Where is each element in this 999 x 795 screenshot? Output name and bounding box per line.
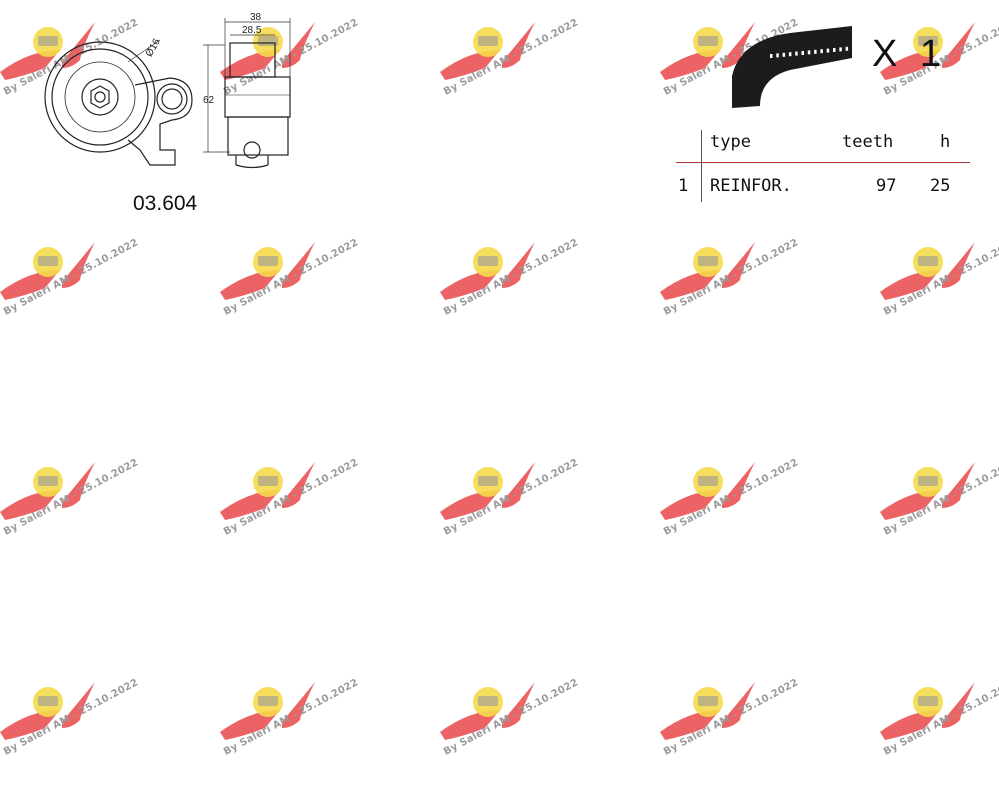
header-type: type — [710, 132, 751, 152]
timing-belt-image — [732, 26, 852, 108]
watermark-logo: By Saleri AM - 25.10.2022 — [0, 10, 140, 130]
watermark-logo: By Saleri AM - 25.10.2022 — [880, 10, 999, 130]
winged-badge-icon — [880, 462, 975, 520]
watermark-logo: By Saleri AM - 25.10.2022 — [220, 450, 360, 570]
winged-badge-icon — [660, 462, 755, 520]
watermark-logo: By Saleri AM - 25.10.2022 — [440, 670, 580, 790]
winged-badge-icon — [220, 462, 315, 520]
belt-tooth — [814, 49, 817, 54]
row-teeth: 97 — [876, 176, 897, 196]
winged-badge-icon — [660, 22, 755, 80]
winged-badge-icon — [220, 242, 315, 300]
table-column-rule — [701, 130, 702, 202]
belt-tooth — [807, 50, 811, 55]
tensioner-front-view — [44, 41, 193, 166]
watermark-logo: By Saleri AM - 25.10.2022 — [440, 230, 580, 350]
belt-tooth — [776, 53, 779, 58]
winged-badge-icon — [660, 242, 755, 300]
winged-badge-icon — [0, 242, 95, 300]
belt-tooth — [845, 46, 849, 51]
belt-tooth — [770, 54, 773, 58]
winged-badge-icon — [440, 242, 535, 300]
watermark-logo: By Saleri AM - 25.10.2022 — [220, 670, 360, 790]
winged-badge-icon — [0, 22, 95, 80]
watermark-logo: By Saleri AM - 25.10.2022 — [440, 10, 580, 130]
spec-table: type teeth h 1 REINFOR. 97 25 — [676, 126, 970, 202]
watermark-logo: By Saleri AM - 25.10.2022 — [880, 230, 999, 350]
belt-tooth — [839, 47, 842, 52]
winged-badge-icon — [880, 22, 975, 80]
watermark-logo: By Saleri AM - 25.10.2022 — [660, 230, 800, 350]
row-type: REINFOR. — [710, 176, 792, 196]
part-number: 03.604 — [133, 192, 198, 215]
tensioner-drawing: 38 28.5 Ø16 62 — [44, 12, 291, 169]
watermark-logo: By Saleri AM - 25.10.2022 — [220, 230, 360, 350]
row-h: 25 — [930, 176, 951, 196]
table-header-rule — [676, 162, 970, 163]
belt-tooth — [801, 51, 804, 55]
watermark-logo: By Saleri AM - 25.10.2022 — [0, 450, 140, 570]
tensioner-side-view — [224, 42, 291, 169]
winged-badge-icon — [880, 682, 975, 740]
watermark-logo: By Saleri AM - 25.10.2022 — [880, 670, 999, 790]
watermark-logo: By Saleri AM - 25.10.2022 — [880, 450, 999, 570]
belt-tooth — [826, 48, 830, 53]
watermark-logo: By Saleri AM - 25.10.2022 — [0, 230, 140, 350]
dim-diameter: Ø16 — [144, 37, 163, 59]
belt-tooth — [788, 52, 792, 57]
belt-tooth — [795, 51, 798, 56]
dim-width-inner: 28.5 — [242, 25, 262, 36]
watermark-logo: By Saleri AM - 25.10.2022 — [660, 670, 800, 790]
belt-tooth — [782, 52, 786, 57]
row-index: 1 — [678, 176, 689, 196]
winged-badge-icon — [880, 242, 975, 300]
belt-tooth — [820, 49, 823, 54]
winged-badge-icon — [440, 462, 535, 520]
watermark-logo: By Saleri AM - 25.10.2022 — [660, 450, 800, 570]
watermark-logo: By Saleri AM - 25.10.2022 — [0, 670, 140, 790]
header-teeth: teeth — [842, 132, 894, 152]
watermark-logo: By Saleri AM - 25.10.2022 — [440, 450, 580, 570]
dim-width-outer: 38 — [250, 12, 262, 23]
belt-tooth — [833, 48, 836, 52]
belt-quantity: X 1 — [872, 33, 948, 75]
winged-badge-icon — [0, 462, 95, 520]
winged-badge-icon — [440, 22, 535, 80]
dim-height: 62 — [203, 95, 215, 106]
watermark-logo: By Saleri AM - 25.10.2022 — [660, 10, 800, 130]
header-h: h — [940, 132, 951, 152]
